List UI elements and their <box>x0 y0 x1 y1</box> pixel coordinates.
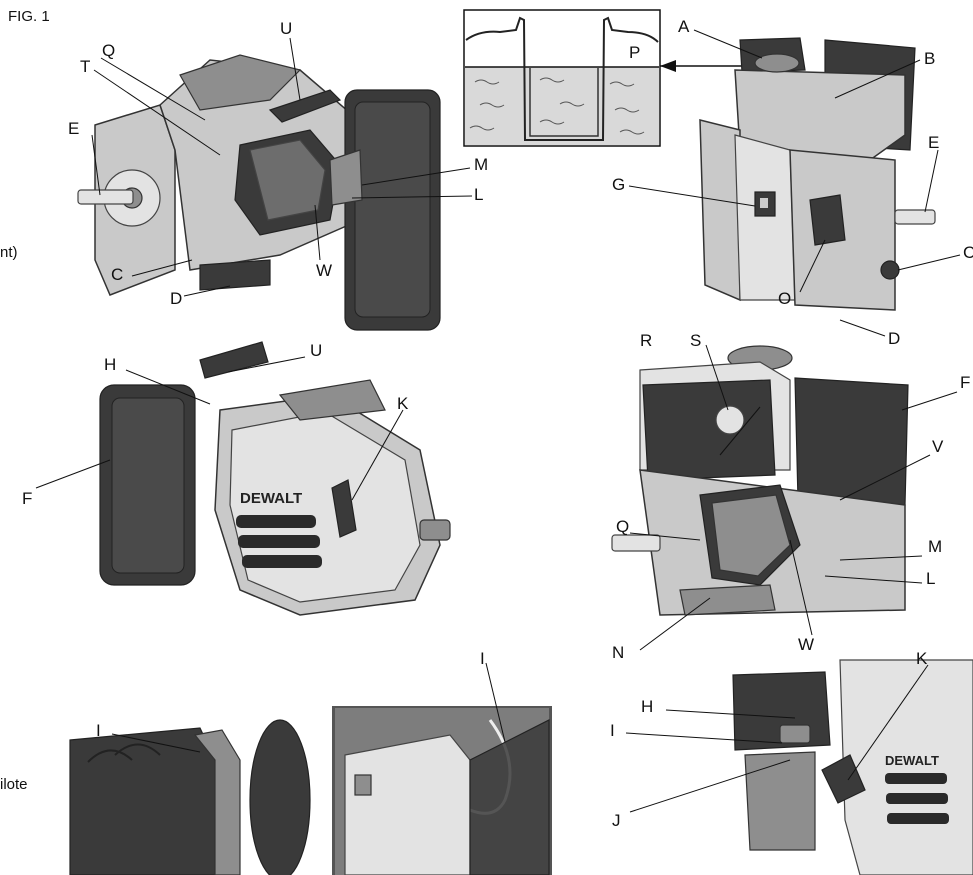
callout-w-left: W <box>316 261 333 280</box>
callout-u-top: U <box>280 19 293 38</box>
detail-inset-1 <box>69 719 311 875</box>
callout-m-left: M <box>474 155 489 174</box>
callout-b: B <box>924 49 936 68</box>
engine-side-view-left <box>77 54 441 331</box>
detail-inset-2 <box>332 706 552 875</box>
callout-l-left: L <box>474 185 484 204</box>
callout-v: V <box>932 437 944 456</box>
callout-m-right: M <box>928 537 943 556</box>
callout-k-bottom: K <box>916 649 928 668</box>
fuel-level-inset <box>463 9 745 147</box>
callout-f-right: F <box>960 373 971 392</box>
callout-e-right: E <box>928 133 940 152</box>
callout-a: A <box>678 17 690 36</box>
callout-w-right: W <box>798 635 815 654</box>
callout-u-middle: U <box>310 341 323 360</box>
partial-text-left-1: nt) <box>0 244 18 261</box>
callout-t: T <box>80 57 91 76</box>
callout-o: O <box>778 289 792 308</box>
callout-r: R <box>640 331 653 350</box>
engine-starter-view: DEWALT <box>99 341 451 616</box>
callout-i-inset2: I <box>480 649 485 668</box>
callout-d-left: D <box>170 289 183 308</box>
engine-front-view-right <box>699 37 936 311</box>
callout-q-left: Q <box>102 41 116 60</box>
brand-logo: DEWALT <box>240 490 302 507</box>
figure-label: FIG. 1 <box>8 8 50 25</box>
callout-n: N <box>612 643 625 662</box>
callout-h-top: H <box>104 355 117 374</box>
callout-q-right: Q <box>616 517 630 536</box>
callout-d-right: D <box>888 329 901 348</box>
callout-h-bottom: H <box>641 697 654 716</box>
callout-j: J <box>612 811 621 830</box>
partial-text-left-2: ilote <box>0 776 28 793</box>
detail-inset-3: DEWALT <box>732 659 973 875</box>
callout-f-left: F <box>22 489 33 508</box>
callout-i-inset3: I <box>610 721 615 740</box>
engine-rear-view <box>611 345 909 616</box>
callout-g: G <box>612 175 626 194</box>
svg-text:DEWALT: DEWALT <box>885 753 939 768</box>
callout-s: S <box>690 331 702 350</box>
callout-i-inset1: I <box>96 721 101 740</box>
callout-e-left: E <box>68 119 80 138</box>
callout-k-middle: K <box>397 394 409 413</box>
callout-p: P <box>629 43 641 62</box>
callout-c-right: C <box>963 243 973 262</box>
callout-l-right: L <box>926 569 936 588</box>
leader-lines <box>35 29 961 813</box>
callout-c-left: C <box>111 265 124 284</box>
